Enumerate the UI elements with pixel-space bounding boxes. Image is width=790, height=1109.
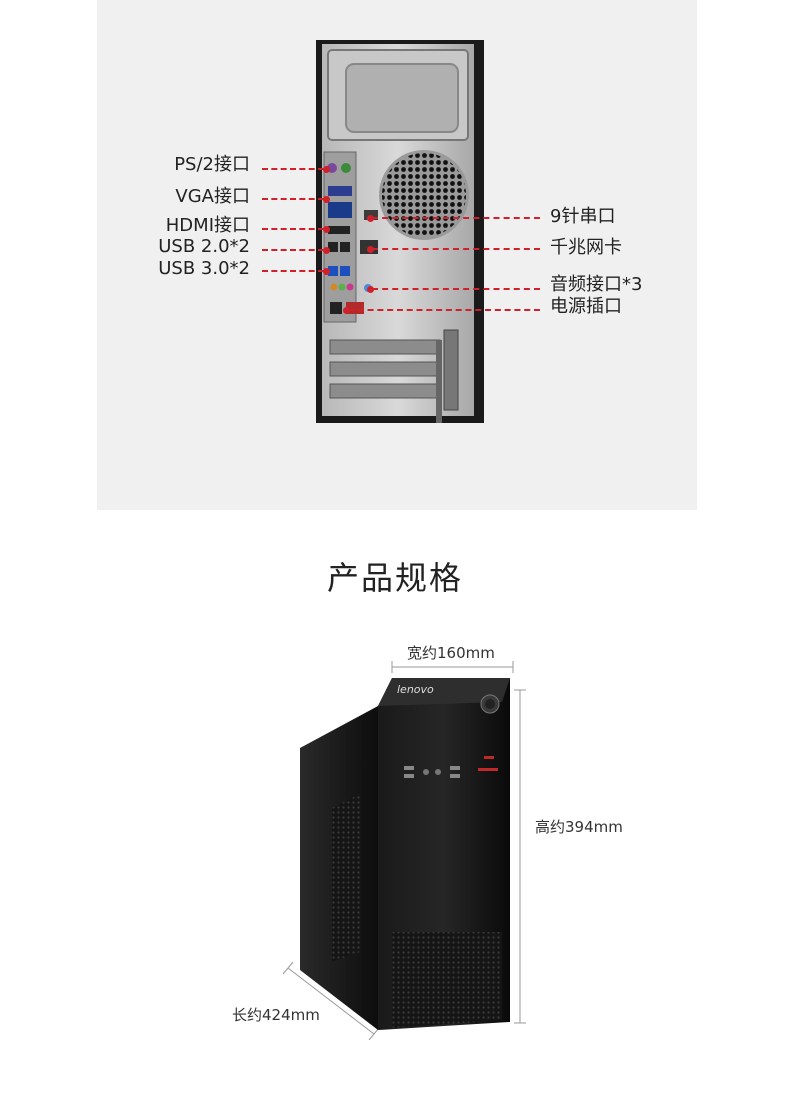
leader-line-power — [348, 309, 540, 311]
leader-line-network — [372, 248, 540, 250]
port-label-usb3: USB 3.0*2 — [158, 258, 250, 279]
section-title: 产品规格 — [326, 559, 463, 597]
leader-dot-hdmi — [322, 225, 330, 233]
port-label-vga: VGA接口 — [175, 186, 250, 207]
leader-dot-serial — [366, 214, 374, 222]
port-label-ps2: PS/2接口 — [174, 154, 250, 175]
height-measure-line — [514, 689, 526, 1024]
leader-line-usb3 — [262, 270, 324, 272]
port-label-network: 千兆网卡 — [550, 237, 622, 258]
tower-front-image — [300, 678, 510, 1030]
port-label-audio: 音频接口*3 — [550, 274, 643, 295]
leader-dot-usb2 — [322, 246, 330, 254]
length-measure-line — [282, 962, 380, 1040]
length-dimension-label: 长约424mm — [232, 1006, 320, 1024]
leader-dot-vga — [322, 195, 330, 203]
port-label-power: 电源插口 — [550, 296, 622, 317]
width-measure-line — [391, 661, 514, 673]
port-label-hdmi: HDMI接口 — [165, 215, 250, 236]
leader-line-ps2 — [262, 168, 324, 170]
lenovo-logo: lenovo — [397, 683, 434, 696]
tower-rear-image — [316, 40, 484, 423]
leader-line-audio — [372, 288, 540, 290]
port-label-serial: 9针串口 — [550, 206, 616, 227]
height-dimension-label: 高约394mm — [535, 818, 623, 836]
leader-line-vga — [262, 198, 324, 200]
leader-dot-power — [342, 306, 350, 314]
leader-dot-ps2 — [322, 165, 330, 173]
leader-dot-audio — [366, 285, 374, 293]
leader-line-serial — [372, 217, 540, 219]
leader-line-hdmi — [262, 228, 324, 230]
leader-line-usb2 — [262, 249, 324, 251]
leader-dot-usb3 — [322, 267, 330, 275]
port-label-usb2: USB 2.0*2 — [158, 236, 250, 257]
width-dimension-label: 宽约160mm — [407, 644, 495, 662]
leader-dot-network — [366, 245, 374, 253]
